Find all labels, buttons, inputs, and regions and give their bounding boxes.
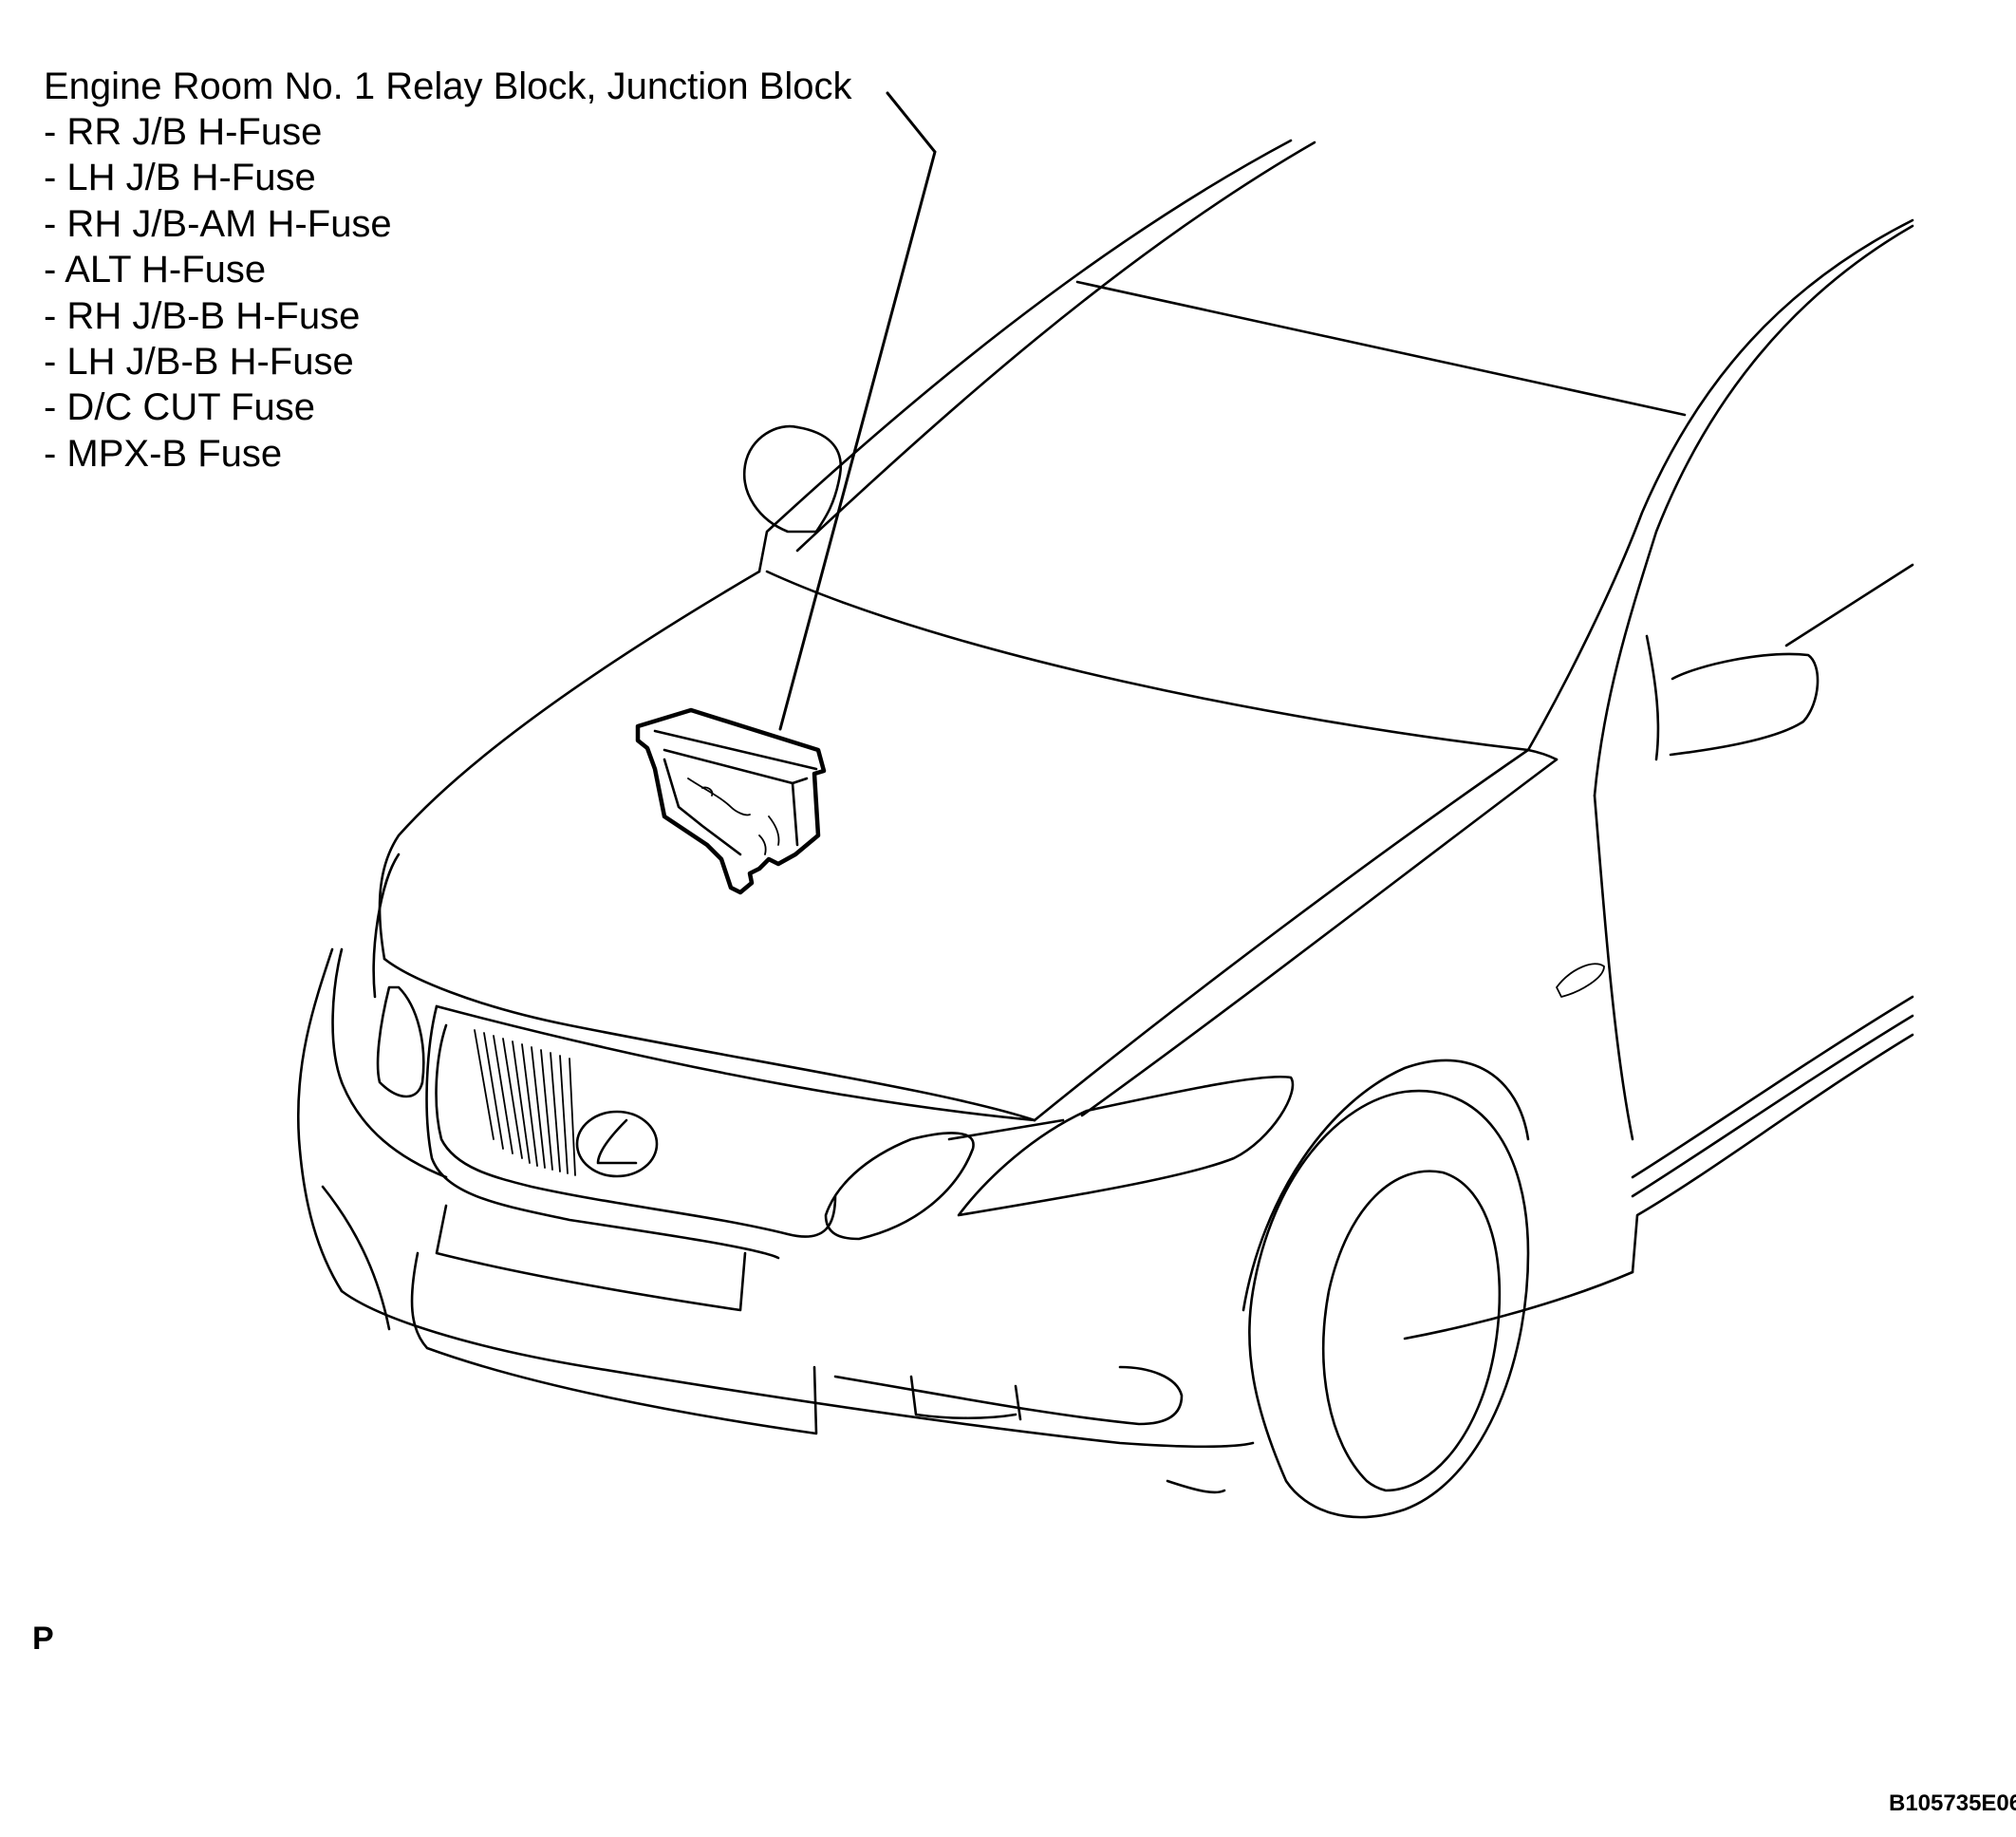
grille-hatching [474,1029,576,1176]
view-letter: P [32,1621,54,1657]
callout-item-2: - LH J/B H-Fuse [44,157,316,198]
callout-item-7: - D/C CUT Fuse [44,386,315,428]
relay-block-icon [635,707,827,895]
callout-item-4: - ALT H-Fuse [44,249,266,291]
callout-item-5: - RH J/B-B H-Fuse [44,295,360,337]
lexus-emblem-icon [575,1110,659,1178]
callout-item-3: - RH J/B-AM H-Fuse [44,203,392,245]
callout-item-1: - RR J/B H-Fuse [44,111,322,153]
callout-leader-line [778,91,937,731]
callout-title: Engine Room No. 1 Relay Block, Junction … [44,66,853,107]
car-front-outline-icon [296,139,1914,1519]
callout-item-8: - MPX-B Fuse [44,433,282,475]
figure-code: B105735E06 [1889,1790,2016,1816]
callout-label-group: Engine Room No. 1 Relay Block, Junction … [44,66,853,475]
callout-item-6: - LH J/B-B H-Fuse [44,341,354,383]
